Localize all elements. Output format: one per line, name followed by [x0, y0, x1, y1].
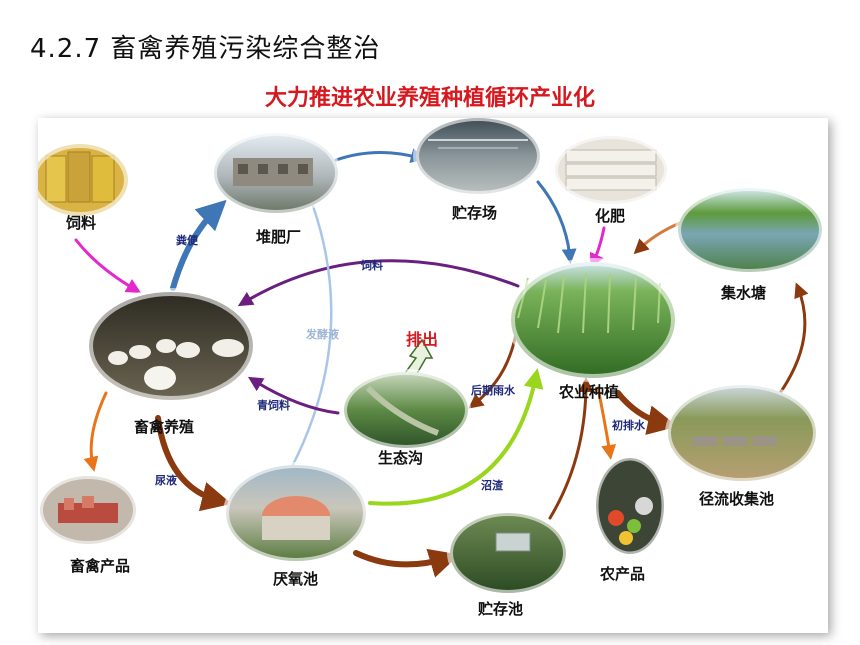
arrow-biogas-residue-to-agriculture [368, 368, 544, 506]
biogas-tank-photo [223, 462, 369, 564]
label-runoff-pool: 径流收集池 [699, 490, 774, 508]
agriculture-photo [507, 258, 679, 382]
edge-label-manure: 粪便 [176, 233, 199, 247]
arrow-storage-pool-to-agriculture [548, 377, 594, 520]
arrow-pond-to-fertilizer-area [633, 221, 682, 255]
label-farm-products: 农产品 [599, 565, 645, 583]
edge-label-ferment-liquid: 发酵液 [305, 327, 340, 341]
arrow-compost-to-storage-yard [334, 148, 426, 163]
pond-photo [675, 185, 825, 275]
label-feed: 饲料 [65, 214, 96, 232]
page-subtitle: 大力推进农业养殖种植循环产业化 [264, 86, 595, 111]
arrow-storage-yard-to-agriculture [536, 180, 577, 264]
feed-photo [28, 140, 132, 220]
livestock-photo [85, 288, 257, 404]
eco-ditch-photo [341, 369, 471, 451]
label-fertilizer: 化肥 [595, 207, 625, 225]
arrow-livestock-urine-to-biogas [155, 415, 232, 512]
page-heading: 4.2.7 畜禽养殖污染综合整治 [30, 34, 381, 64]
farm-products-photo [593, 455, 667, 557]
arrow-biogas-to-storage-pool [353, 548, 460, 578]
runoff-pool-photo [665, 382, 819, 484]
edge-label-residue: 沼渣 [481, 478, 504, 492]
storage-pool-photo [447, 510, 569, 596]
arrow-agriculture-first-drain-to-runoff [615, 390, 678, 435]
arrow-livestock-to-compost [170, 199, 227, 291]
label-pond: 集水塘 [720, 284, 766, 302]
arrow-agriculture-to-farm-products [596, 386, 617, 460]
edge-label-first-drain: 初排水 [612, 418, 646, 432]
arrow-agriculture-feed-to-livestock [237, 259, 520, 307]
label-storage-pool: 贮存池 [477, 600, 523, 618]
compost-plant-photo [211, 130, 341, 216]
livestock-products-photo [37, 473, 139, 547]
label-compost: 堆肥厂 [256, 228, 301, 246]
storage-yard-photo [413, 115, 543, 197]
arrow-fertilizer-to-agriculture [590, 226, 606, 269]
edge-label-late-rain: 后期雨水 [471, 383, 516, 397]
node-labels: 饲料 堆肥厂 贮存场 化肥 集水塘 畜禽养殖 农业种植 生态沟 畜禽产品 厌氧池… [65, 204, 774, 618]
arrow-feed-to-livestock [74, 238, 142, 294]
edge-label-green-feed: 青饲料 [257, 398, 290, 412]
diagram-panel: 饲料 堆肥厂 贮存场 化肥 集水塘 畜禽养殖 农业种植 生态沟 畜禽产品 厌氧池… [28, 115, 828, 633]
label-livestock: 畜禽养殖 [134, 418, 194, 436]
arrow-livestock-to-products [83, 391, 108, 472]
edge-labels: 粪便 饲料 发酵液 青饲料 后期雨水 尿液 沼渣 初排水 [155, 233, 646, 492]
label-livestock-products: 畜禽产品 [70, 557, 130, 575]
label-storage-yard: 贮存场 [451, 204, 497, 222]
arrow-eco-ditch-green-feed-to-livestock [247, 376, 340, 415]
arrow-runoff-to-pond [778, 282, 809, 395]
cycle-diagram: 饲料 堆肥厂 贮存场 化肥 集水塘 畜禽养殖 农业种植 生态沟 畜禽产品 厌氧池… [28, 115, 825, 618]
label-agriculture: 农业种植 [558, 383, 619, 401]
edge-label-discharge: 排出 [406, 330, 438, 349]
edge-label-feed-return: 饲料 [360, 258, 383, 272]
label-biogas: 厌氧池 [273, 570, 318, 588]
fertilizer-photo [552, 133, 670, 207]
arrow-compost-ferment-to-biogas [283, 204, 333, 483]
label-eco-ditch: 生态沟 [378, 449, 423, 467]
edge-label-urine: 尿液 [155, 473, 178, 487]
